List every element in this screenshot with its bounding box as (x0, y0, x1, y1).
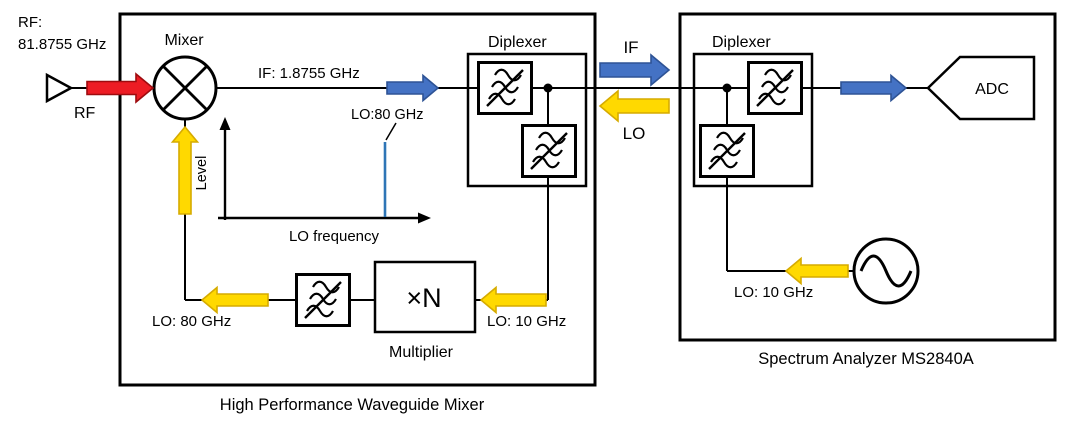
if-bus-label: IF (623, 38, 638, 57)
lo-10-right-label: LO: 10 GHz (734, 284, 813, 301)
lo-arrow-to-mixer-branch (200, 285, 269, 315)
if-bus-arrow (599, 53, 671, 87)
lo-80-label: LO: 80 GHz (152, 313, 231, 330)
spectrum-analyzer-caption: Spectrum Analyzer MS2840A (758, 350, 974, 368)
waveguide-mixer-caption: High Performance Waveguide Mixer (220, 396, 485, 414)
graph-y-axis-label: Level (194, 156, 210, 191)
lo-level-graph (218, 117, 431, 224)
lo-arrow-to-multiplier (479, 285, 547, 315)
lo-arrow-from-generator (784, 256, 849, 286)
graph-y-axis-arrowhead-icon (219, 117, 231, 130)
diplexer-left-label: Diplexer (488, 34, 547, 51)
junction-dot (722, 83, 732, 93)
filter-icon (747, 61, 803, 115)
rf-frequency-value: 81.8755 GHz (18, 36, 106, 53)
graph-marker-leader-line (385, 122, 397, 141)
multiplier-box (373, 260, 477, 334)
filter-icon (477, 61, 533, 115)
signal-generator-icon (852, 237, 920, 305)
lo-bus-arrow (598, 89, 670, 123)
adc-label: ADC (975, 81, 1009, 98)
antenna-icon (45, 72, 74, 104)
mixer-symbol (152, 55, 218, 121)
filter-icon (699, 124, 755, 178)
diplexer-right-label: Diplexer (712, 34, 771, 51)
multiplier-label: Multiplier (389, 344, 454, 361)
if-arrow-mixer-to-diplexer (386, 73, 440, 103)
lo-arrow-up-to-mixer (170, 125, 200, 215)
graph-x-axis-label: LO frequency (289, 228, 380, 245)
multiplier-symbol-label: ×N (406, 283, 441, 313)
graph-marker-label: LO:80 GHz (351, 107, 424, 123)
junction-dot (543, 83, 553, 93)
rf-frequency-label: RF: (18, 14, 42, 31)
if-signal-label: IF: 1.8755 GHz (258, 65, 360, 82)
rf-input-arrow (86, 72, 155, 104)
filter-icon (295, 273, 351, 327)
lo-10-left-label: LO: 10 GHz (487, 313, 566, 330)
rf-port-label: RF (74, 105, 96, 122)
mixer-label: Mixer (164, 32, 204, 49)
graph-x-axis-arrowhead-icon (418, 212, 431, 224)
filter-icon (521, 124, 577, 178)
sine-wave-icon (859, 254, 913, 288)
mixer-cross-line (162, 65, 208, 111)
lo-bus-label: LO (623, 124, 646, 143)
if-arrow-to-adc (840, 73, 908, 103)
adc-block (926, 55, 1036, 121)
